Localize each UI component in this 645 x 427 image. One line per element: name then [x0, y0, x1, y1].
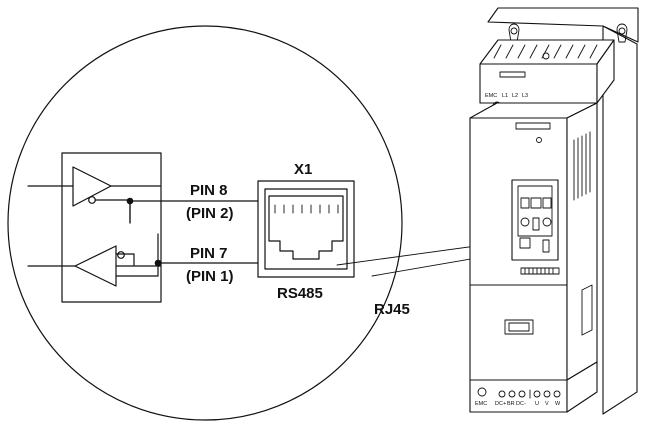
junction-dot — [154, 259, 162, 267]
junction-dot — [126, 197, 134, 205]
top-terminal-l3: L3 — [522, 93, 528, 99]
receiver-amplifier — [27, 245, 161, 287]
pin2-label: (PIN 2) — [186, 205, 234, 222]
bottom-terminal-w: W — [555, 401, 561, 407]
top-terminal-l2: L2 — [512, 93, 518, 99]
pin7-label: PIN 7 — [190, 245, 228, 262]
bottom-terminal-v: V — [545, 401, 549, 407]
rj45-callout-label: RJ45 — [374, 301, 410, 318]
frequency-inverter: EMC L1 L2 L3 — [469, 7, 639, 415]
bottom-terminal-dc-minus: DC- — [516, 401, 526, 407]
bus-wire-pin8 — [129, 199, 259, 202]
top-terminal-emc: EMC — [485, 93, 497, 99]
bottom-terminal-emc: EMC — [475, 401, 487, 407]
rj45-socket — [257, 180, 355, 278]
pin1-label: (PIN 1) — [186, 268, 234, 285]
pin8-label: PIN 8 — [190, 182, 228, 199]
bottom-terminal-u: U — [535, 401, 539, 407]
connector-designator: X1 — [294, 161, 312, 178]
transceiver-box — [61, 152, 162, 303]
magnifier-circle — [7, 25, 403, 421]
bus-label: RS485 — [277, 285, 323, 302]
bottom-terminal-br: BR — [507, 401, 515, 407]
top-terminal-l1: L1 — [502, 93, 508, 99]
driver-amplifier — [27, 166, 161, 224]
bottom-terminal-dc-plus: DC+ — [495, 401, 506, 407]
